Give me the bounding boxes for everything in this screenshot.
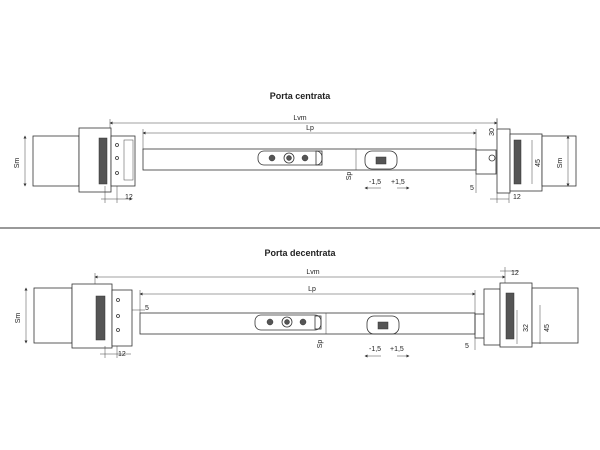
right-45-label: 45 (535, 159, 542, 167)
left-jamb (111, 289, 133, 347)
left-5-label: 5 (145, 305, 149, 312)
left-12-label: 12 (118, 351, 126, 358)
diagram-porta-centrata: Porta centrata Lvm Lp Sm 12 (14, 91, 577, 203)
left-wall-block (32, 135, 80, 187)
left-frame-profile (98, 137, 108, 185)
lvm-label: Lvm (306, 269, 319, 276)
left-wall-block (33, 287, 73, 344)
sm-right-label: Sm (557, 158, 564, 169)
left-12-label: 12 (125, 194, 133, 201)
lp-label: Lp (306, 125, 314, 132)
right-frame (499, 282, 533, 348)
sm-left-label: Sm (14, 158, 21, 169)
diagram-porta-decentrata: Porta decentrata Lvm 12 Lp Sm 5 12 (15, 248, 579, 358)
right-wall-block (531, 287, 579, 344)
left-jamb (110, 135, 136, 187)
right-45-label: 45 (544, 324, 551, 332)
plus-label: +1,5 (391, 179, 405, 186)
lvm-label: Lvm (293, 115, 306, 122)
right-clamp (475, 149, 497, 175)
door-panel (139, 312, 476, 335)
diagram-title: Porta decentrata (264, 248, 336, 258)
floor-guide (366, 315, 400, 335)
door-panel (142, 148, 477, 171)
sp-label: Sp (346, 172, 353, 181)
plus-label: +1,5 (390, 346, 404, 353)
right-5-label: 5 (465, 343, 469, 350)
minus-label: -1,5 (369, 346, 381, 353)
lp-label: Lp (308, 286, 316, 293)
sp-label: Sp (317, 340, 324, 349)
left-frame-profile (95, 295, 106, 341)
right-12-label: 12 (511, 270, 519, 277)
right-12-label: 12 (513, 194, 521, 201)
right-5-label: 5 (470, 185, 474, 192)
left-frame (71, 283, 113, 349)
right-32-label: 32 (523, 324, 530, 332)
minus-label: -1,5 (369, 179, 381, 186)
right-wall-block (541, 135, 577, 187)
right-frame (496, 128, 511, 194)
diagram-title: Porta centrata (270, 91, 332, 101)
floor-guide (364, 150, 398, 170)
right-jamb (483, 288, 501, 346)
sm-left-label: Sm (15, 313, 22, 324)
right-30-label: 30 (489, 128, 496, 136)
